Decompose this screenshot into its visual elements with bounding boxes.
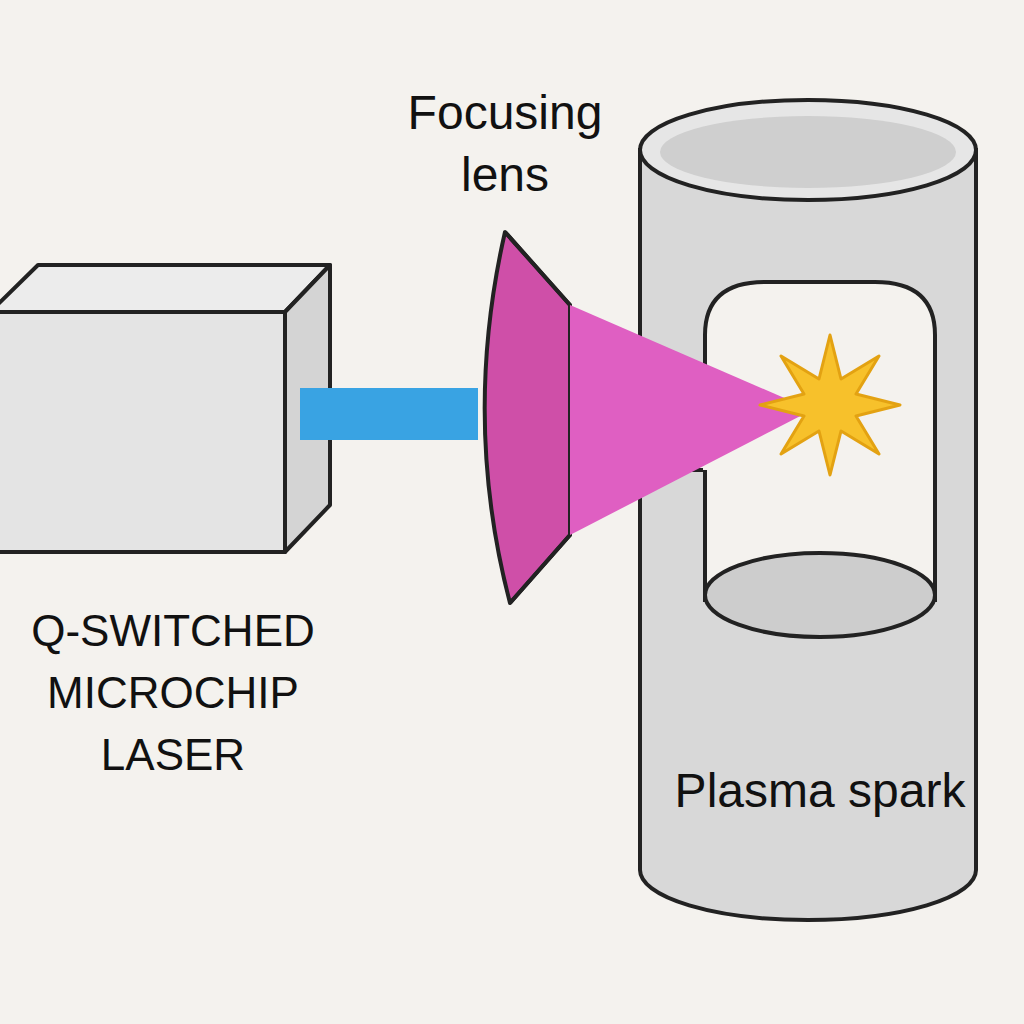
part-label: Q-SWITCHED MICROCHIP LASER — [3, 600, 343, 786]
laser-box: Q-SWITCHED MICROCHIP LASER — [0, 265, 330, 552]
plasma-spark-symbol — [760, 335, 900, 475]
laser-beam — [300, 388, 478, 440]
part-label: Focusing lens — [380, 82, 630, 206]
focused-beam-cone — [570, 305, 812, 535]
chamber-box: Plasma spark — [640, 100, 976, 920]
lens-shape — [485, 232, 570, 603]
laser-housing — [0, 265, 330, 552]
lens-box: Focusing lens — [470, 232, 570, 603]
part-label: Plasma spark — [630, 760, 1010, 822]
